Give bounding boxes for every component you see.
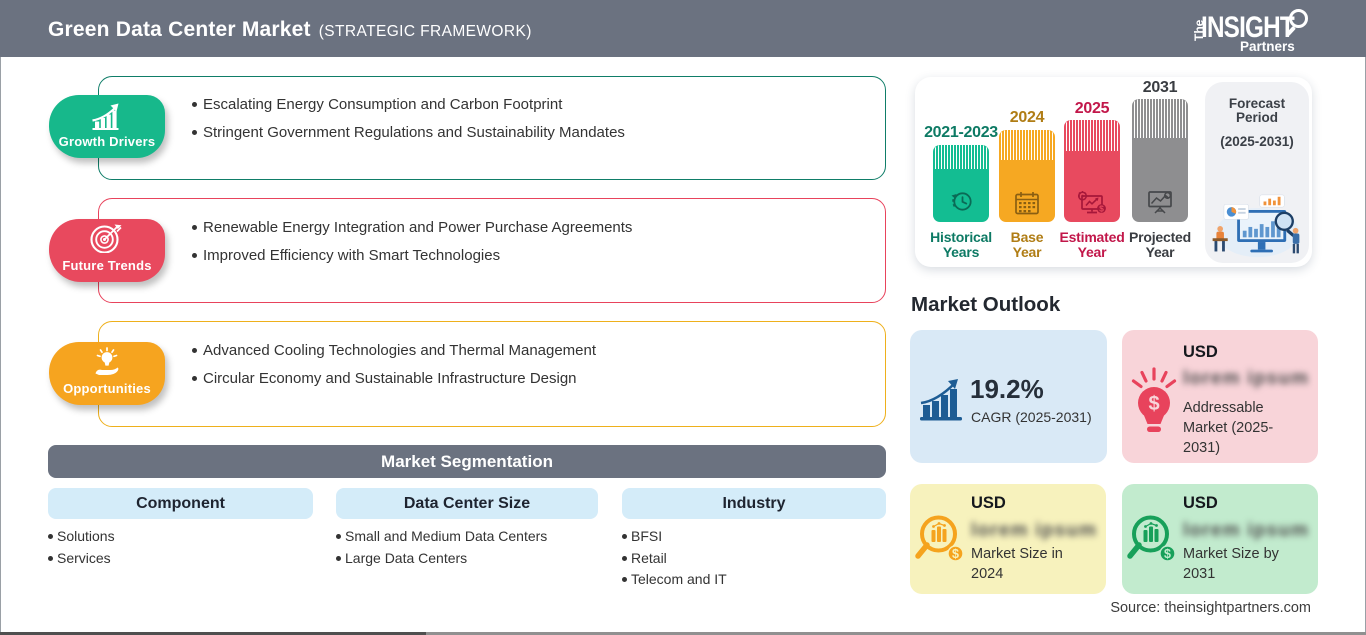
svg-text:$: $ xyxy=(1099,204,1104,214)
svg-text:$: $ xyxy=(1148,393,1159,415)
svg-text:$: $ xyxy=(1164,547,1171,561)
svg-text:$: $ xyxy=(952,547,959,561)
